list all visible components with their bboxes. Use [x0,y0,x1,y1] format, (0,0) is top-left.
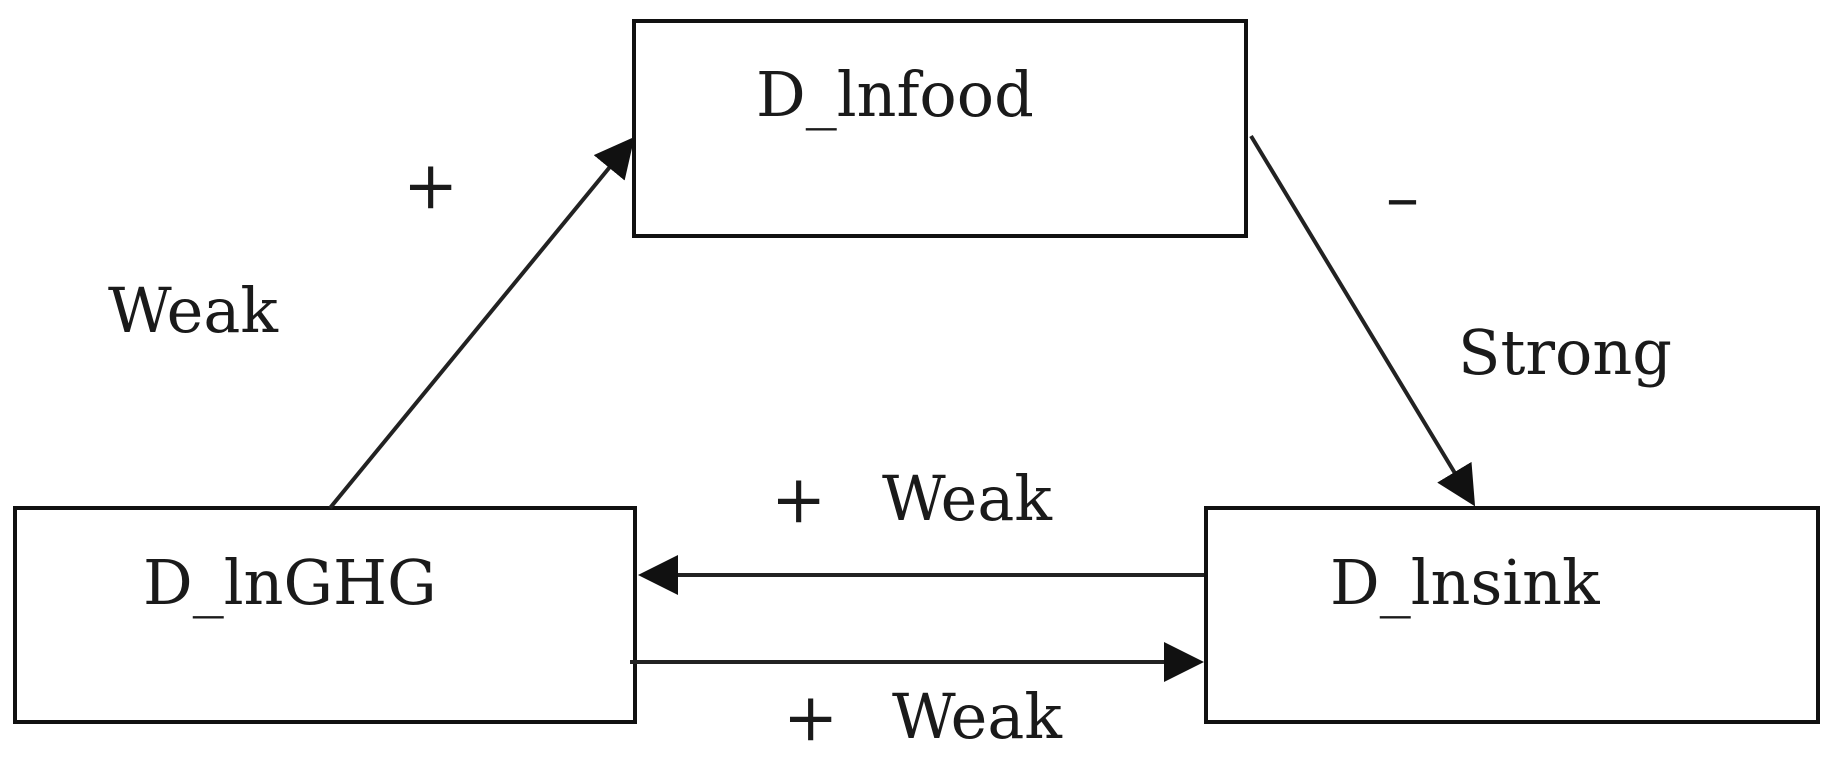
edge-ghg-to-food-arrow [328,136,635,510]
edge-food-to-sink-sign: – [1386,159,1419,236]
node-ghg: D_lnGHG [13,506,637,724]
node-ghg-label: D_lnGHG [143,546,437,619]
node-sink: D_lnsink [1204,506,1820,724]
node-food-box [632,19,1248,238]
node-food: D_lnfood [632,19,1248,238]
edge-ghg-to-sink-sign: + [783,679,838,756]
edge-food-to-sink-strength: Strong [1458,316,1672,389]
node-sink-box [1204,506,1820,724]
edge-sink-to-ghg-strength: Weak [882,462,1052,535]
node-food-label: D_lnfood [756,58,1034,131]
edge-ghg-to-food-strength: Weak [108,274,278,347]
edge-ghg-to-food-sign: + [403,147,458,224]
node-ghg-box [13,506,637,724]
node-sink-label: D_lnsink [1330,546,1600,619]
edge-sink-to-ghg-sign: + [771,461,826,538]
edge-food-to-sink-arrow [1249,134,1476,507]
edge-ghg-to-sink-strength: Weak [892,680,1062,753]
